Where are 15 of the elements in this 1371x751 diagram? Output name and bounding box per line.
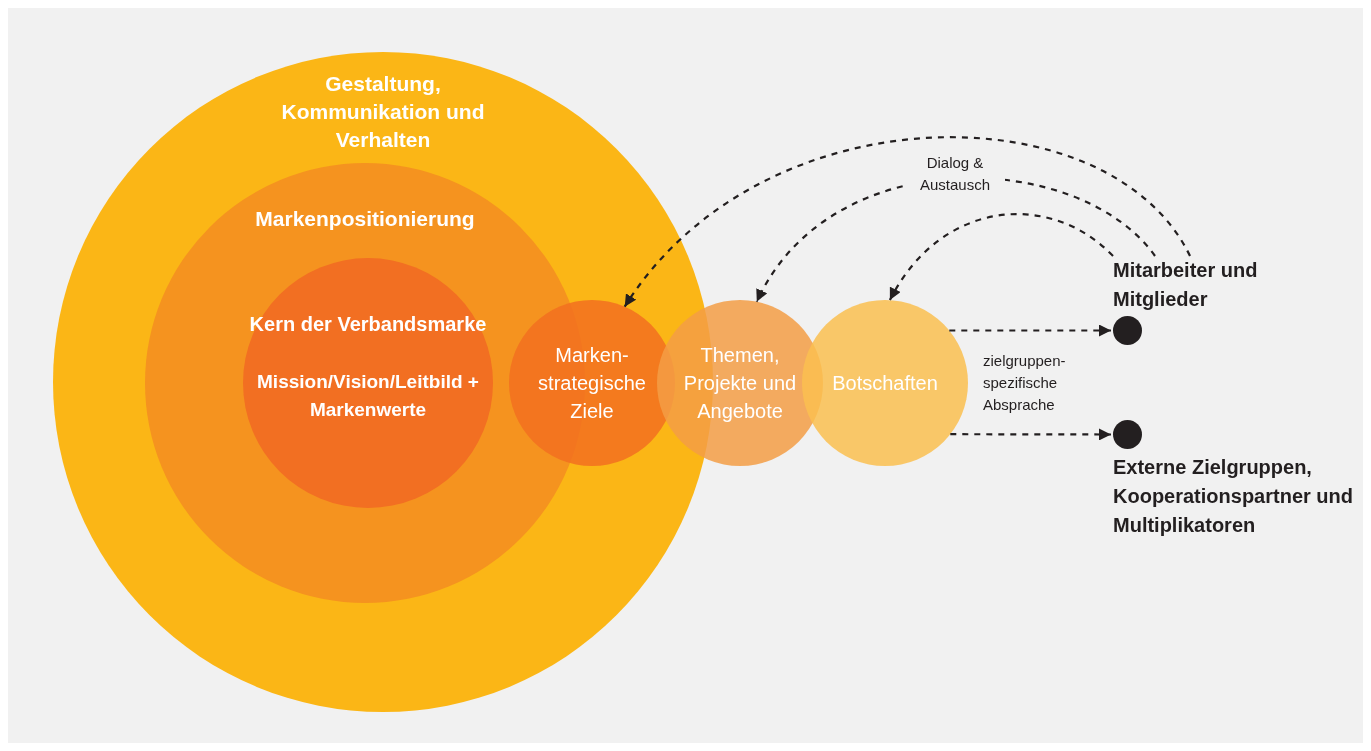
dashed-arrow xyxy=(623,136,1191,308)
circle-heading: Kern der Verbandsmarke xyxy=(248,312,488,337)
circle-text: Mission/Vision/Leitbild + Markenwerte xyxy=(256,370,480,422)
circle-heading: Markenpositionierung xyxy=(254,206,476,232)
group-label: Externe Zielgruppen, Kooperationspartner und Multiplikatoren xyxy=(1113,455,1353,538)
note-text: zielgruppen- spezifische Absprache xyxy=(983,351,1067,415)
dashed-arrow xyxy=(755,177,1156,303)
dashed-arrow xyxy=(888,213,1114,301)
dashed-arrow xyxy=(949,324,1111,337)
circle-label: Themen, Projekte und Angebote xyxy=(682,343,798,424)
circle-label: Marken- strategische Ziele xyxy=(537,343,647,424)
dashed-arrow xyxy=(950,428,1111,441)
circle-heading: Gestaltung, Kommunikation und Verhalten xyxy=(280,71,486,153)
circle-label: Botschaften xyxy=(831,371,939,396)
group-label: Mitarbeiter und Mitglieder xyxy=(1113,258,1259,312)
